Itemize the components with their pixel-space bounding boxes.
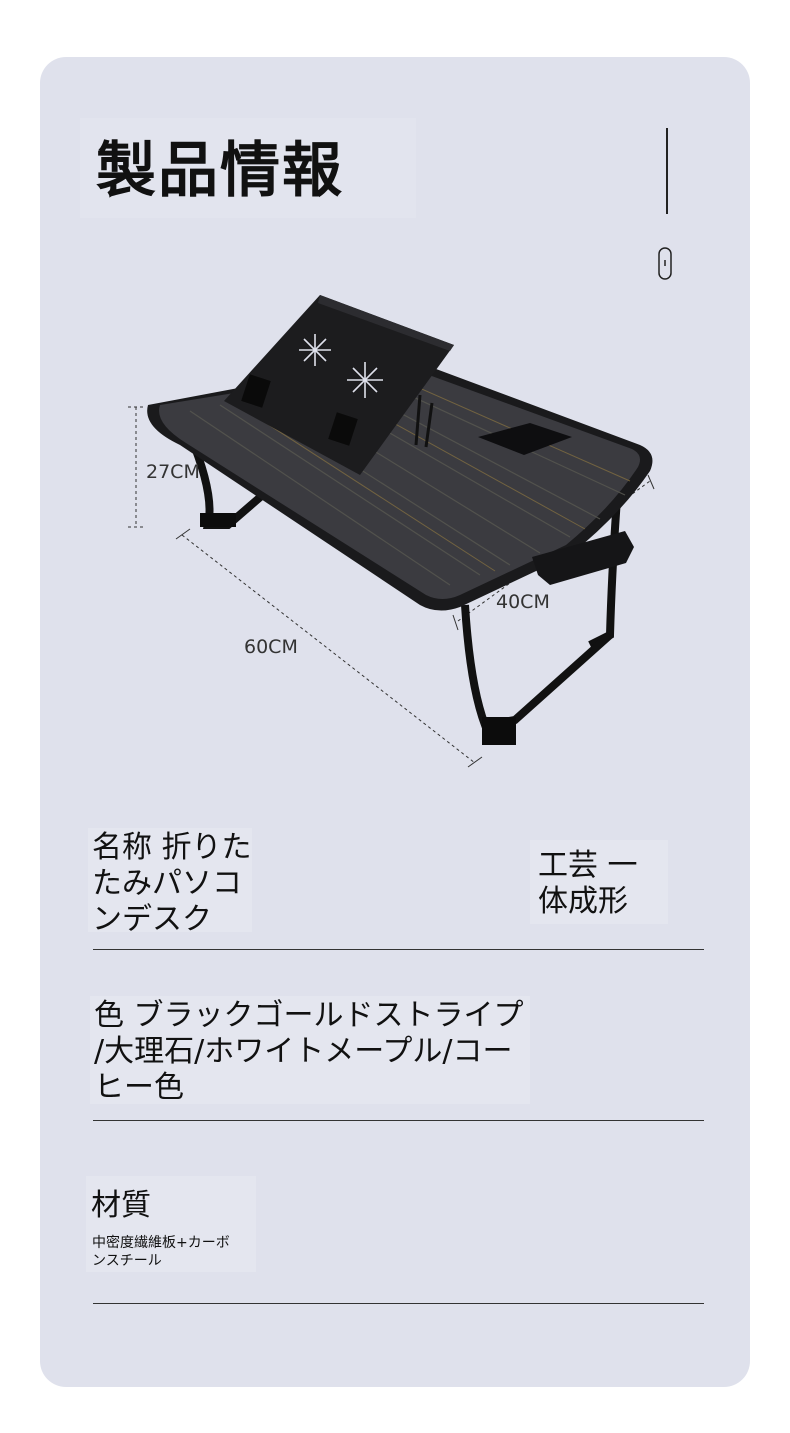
color-background — [90, 996, 530, 1104]
depth-label: 40CM — [496, 591, 550, 613]
spec-craft: 工芸 一 体成形 — [538, 848, 638, 919]
divider-3 — [93, 1303, 704, 1304]
height-label: 27CM — [146, 461, 200, 483]
info-card — [40, 57, 750, 1387]
divider-vertical — [666, 128, 668, 214]
material-value: 中密度繊維板+カーボ ンスチール — [92, 1235, 230, 1269]
width-label: 60CM — [244, 636, 298, 658]
divider-1 — [93, 949, 704, 950]
laptop-desk-image — [128, 295, 655, 768]
material-label: 材質 — [91, 1188, 151, 1223]
title-background — [80, 118, 416, 218]
material-background — [86, 1176, 256, 1272]
page-title: 製品情報 — [96, 136, 344, 206]
scroll-indicator-icon — [658, 247, 672, 280]
craft-background — [530, 840, 668, 924]
name-background — [88, 828, 252, 932]
spec-color: 色 ブラックゴールドストライプ /大理石/ホワイトメープル/コー ヒー色 — [94, 998, 524, 1105]
spec-name: 名称 折りた たみパソコ ンデスク — [92, 830, 252, 937]
divider-2 — [93, 1120, 704, 1121]
